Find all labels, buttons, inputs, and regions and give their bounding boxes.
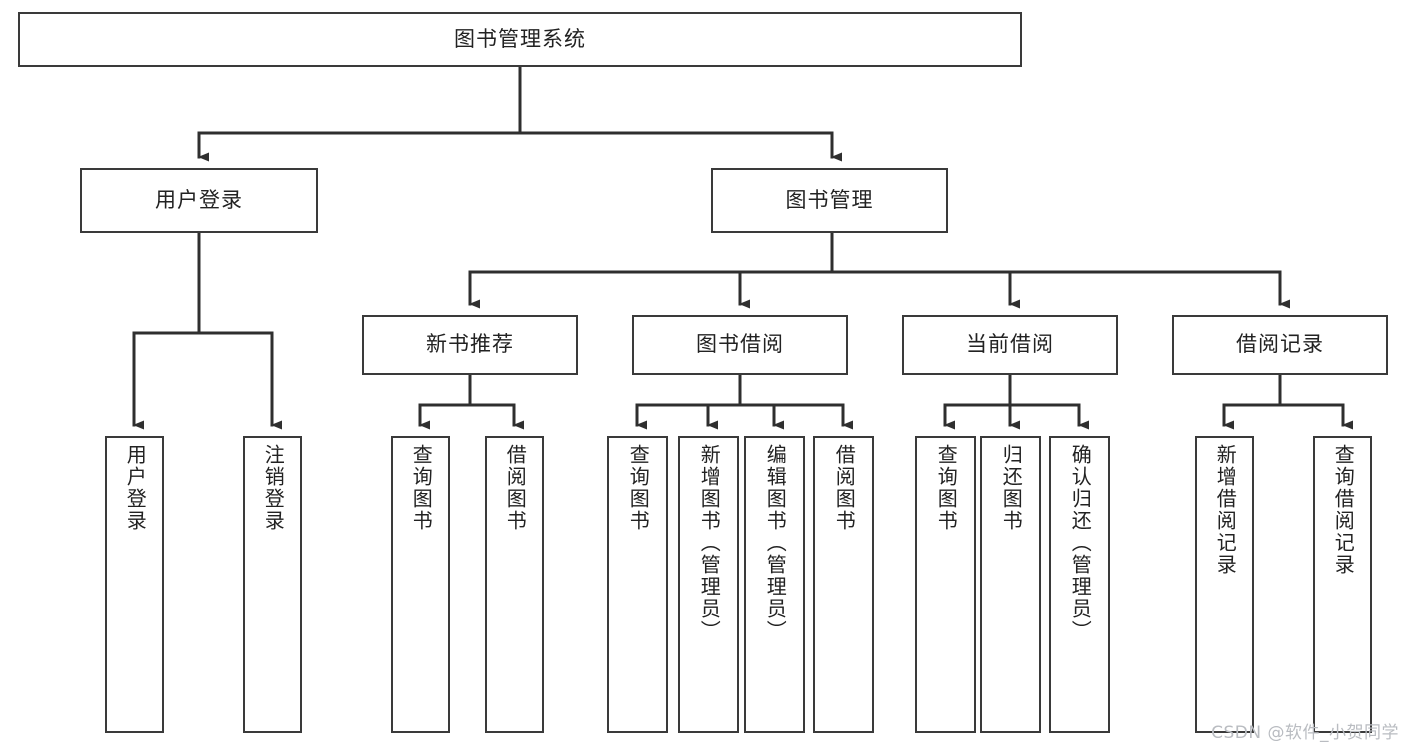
- node-leaf-book-borrow-borrow-book[interactable]: 借阅图书: [813, 436, 874, 733]
- node-leaf-new-book-query-book[interactable]: 查询图书: [391, 436, 450, 733]
- node-label: 查询图书: [934, 444, 959, 532]
- node-label: 图书管理: [785, 187, 874, 212]
- node-leaf-borrow-record-query-record[interactable]: 查询借阅记录: [1313, 436, 1372, 733]
- node-label: 查询图书: [409, 444, 434, 532]
- node-leaf-current-borrow-confirm-return-admin[interactable]: 确认归还（管理员）: [1049, 436, 1110, 733]
- node-book-borrow[interactable]: 图书借阅: [632, 315, 848, 375]
- node-label: 确认归还（管理员）: [1068, 444, 1093, 642]
- node-label: 查询图书: [626, 444, 651, 532]
- node-label: 借阅记录: [1236, 332, 1324, 357]
- node-borrow-record[interactable]: 借阅记录: [1172, 315, 1388, 375]
- node-label: 注销登录: [261, 444, 286, 532]
- node-label: 编辑图书（管理员）: [763, 444, 788, 642]
- node-leaf-borrow-record-add-record[interactable]: 新增借阅记录: [1195, 436, 1254, 733]
- node-leaf-current-borrow-return-book[interactable]: 归还图书: [980, 436, 1041, 733]
- node-label: 归还图书: [999, 444, 1024, 532]
- node-label: 借阅图书: [503, 444, 528, 532]
- node-leaf-new-book-borrow-book[interactable]: 借阅图书: [485, 436, 544, 733]
- node-label: 用户登录: [123, 444, 148, 532]
- node-leaf-user-login-logout[interactable]: 注销登录: [243, 436, 302, 733]
- node-leaf-book-borrow-add-book-admin[interactable]: 新增图书（管理员）: [678, 436, 739, 733]
- node-label: 当前借阅: [966, 332, 1054, 357]
- node-label: 新增图书（管理员）: [697, 444, 722, 642]
- node-leaf-user-login-login[interactable]: 用户登录: [105, 436, 164, 733]
- node-label: 新增借阅记录: [1213, 444, 1238, 576]
- node-label: 借阅图书: [832, 444, 857, 532]
- node-leaf-book-borrow-query-book[interactable]: 查询图书: [607, 436, 668, 733]
- node-root-book-management-system[interactable]: 图书管理系统: [18, 12, 1022, 67]
- node-label: 用户登录: [155, 187, 243, 212]
- node-leaf-current-borrow-query-book[interactable]: 查询图书: [915, 436, 976, 733]
- node-book-management[interactable]: 图书管理: [711, 168, 948, 233]
- node-user-login[interactable]: 用户登录: [80, 168, 318, 233]
- node-current-borrow[interactable]: 当前借阅: [902, 315, 1118, 375]
- node-label: 图书借阅: [696, 332, 784, 357]
- node-label: 图书管理系统: [454, 26, 586, 51]
- node-leaf-book-borrow-edit-book-admin[interactable]: 编辑图书（管理员）: [744, 436, 805, 733]
- node-label: 新书推荐: [426, 332, 514, 357]
- node-new-book-recommend[interactable]: 新书推荐: [362, 315, 578, 375]
- node-label: 查询借阅记录: [1331, 444, 1356, 576]
